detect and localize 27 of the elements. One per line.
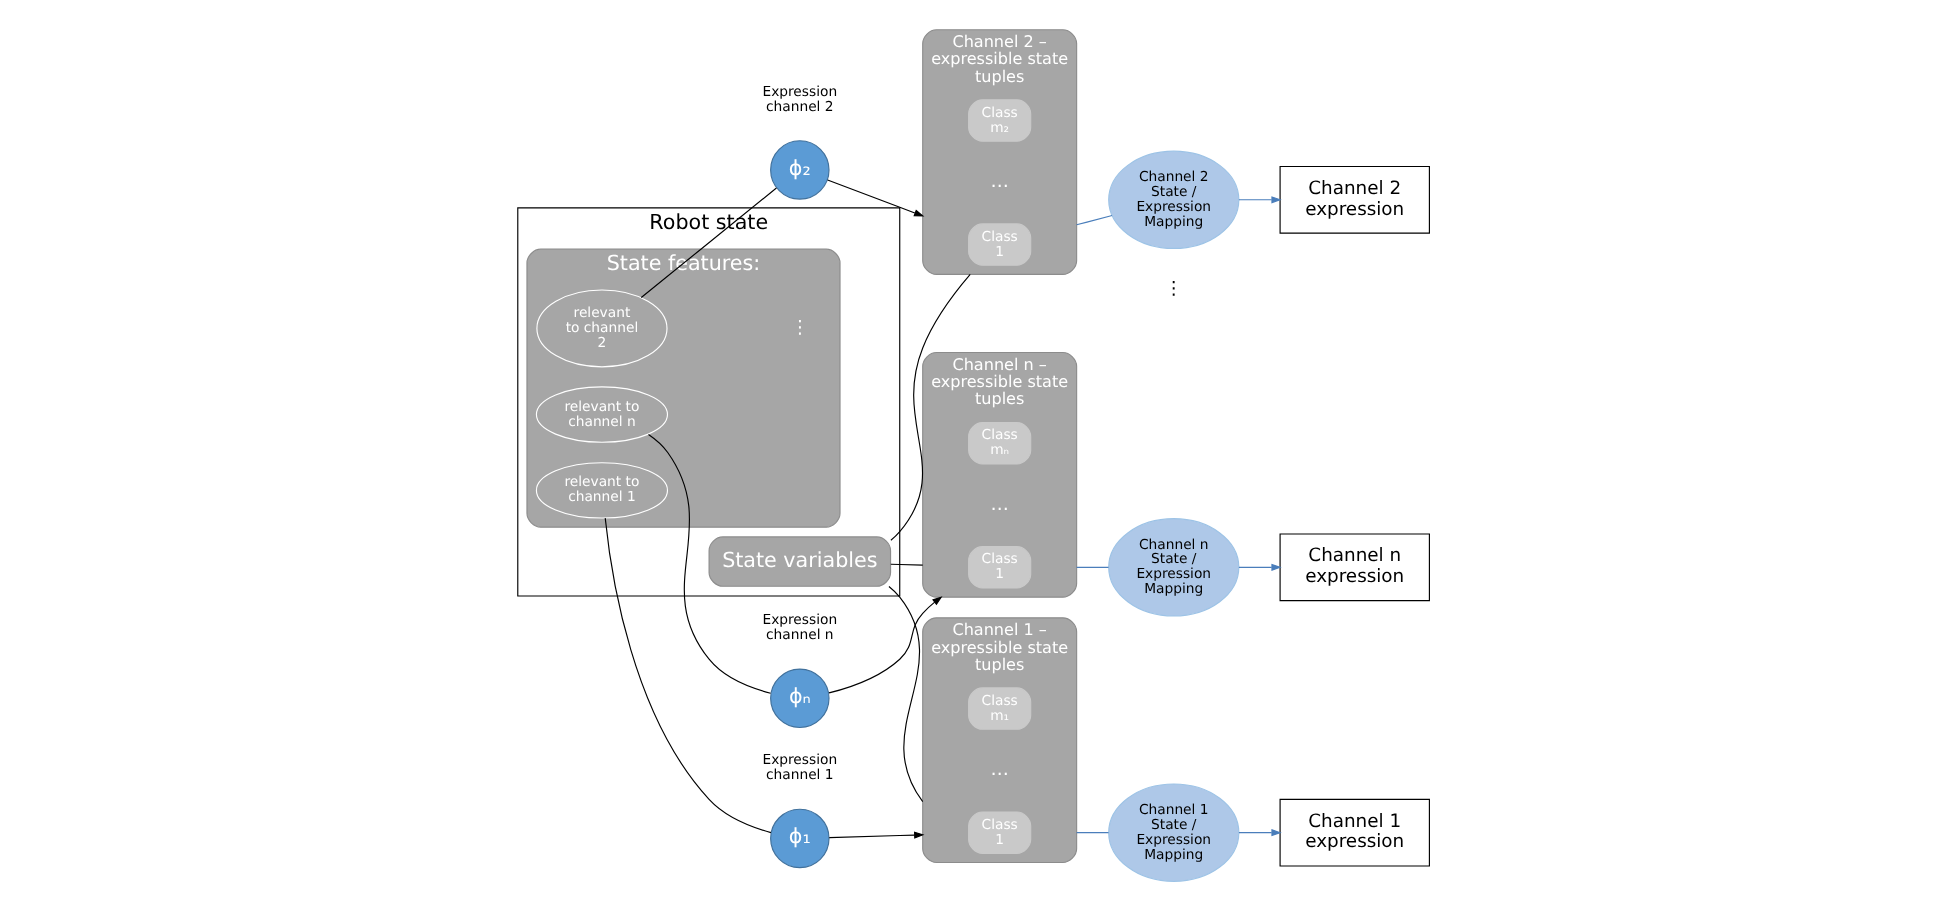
node-box: Channel 2 expression	[1279, 165, 1430, 234]
arrow	[828, 831, 925, 839]
connector	[640, 187, 777, 299]
label: …	[990, 170, 1009, 193]
node-box: Channel n expression	[1279, 533, 1430, 602]
node-circle: ϕ₁	[770, 808, 830, 869]
arrow	[828, 596, 943, 694]
arrow	[1238, 829, 1282, 837]
connector	[1076, 215, 1113, 226]
node-circle: ϕₙ	[770, 668, 830, 729]
connector	[1076, 832, 1110, 834]
connector	[1076, 566, 1110, 568]
arrow	[827, 179, 925, 217]
node-box: Channel 1 expression	[1279, 798, 1430, 867]
node-box: State variables	[708, 536, 892, 587]
arrow	[1238, 563, 1282, 571]
arrow	[1238, 196, 1282, 204]
connector	[890, 563, 924, 566]
node-circle: ϕ₂	[770, 140, 830, 200]
label: ⋮	[1164, 277, 1183, 300]
label: ⋮	[790, 316, 809, 339]
label: …	[990, 493, 1009, 516]
connector	[647, 433, 772, 694]
connector	[888, 585, 924, 803]
connector	[890, 273, 971, 541]
label: …	[990, 759, 1009, 781]
connector	[604, 517, 772, 834]
